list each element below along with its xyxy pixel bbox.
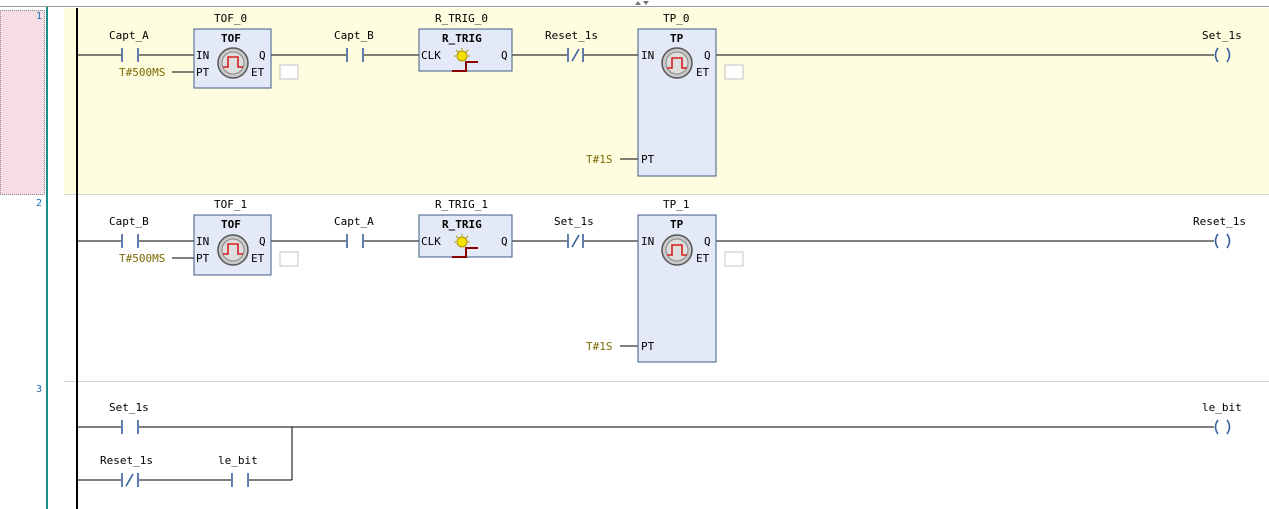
pulse-timer-icon <box>661 47 693 79</box>
contact-label: Set_1s <box>109 401 149 414</box>
contact-no-capt-a[interactable] <box>121 48 139 62</box>
fb-type: TOF <box>221 218 241 231</box>
fb-type: TOF <box>221 32 241 45</box>
et-output-box[interactable] <box>724 64 744 80</box>
coil-label: Set_1s <box>1202 29 1242 42</box>
coil-set-1s[interactable] <box>1214 47 1231 63</box>
pin-pt: PT <box>196 252 210 265</box>
network-1-wires <box>78 54 1214 160</box>
et-output-box[interactable] <box>724 251 744 267</box>
pin-q: Q <box>501 235 508 248</box>
pin-pt: PT <box>641 153 655 166</box>
fb-instance-name: TP_0 <box>663 12 690 25</box>
editor-top-bar <box>0 0 1269 7</box>
pin-q: Q <box>259 49 266 62</box>
fb-type: TP <box>670 32 684 45</box>
contact-label: Capt_B <box>334 29 374 42</box>
fb-type: R_TRIG <box>442 218 482 231</box>
pt-constant[interactable]: T#500MS <box>119 66 166 79</box>
contact-no-set-1s-3[interactable] <box>121 420 139 434</box>
contact-label: Capt_A <box>109 29 149 42</box>
network-number-3[interactable]: 3 <box>35 384 42 395</box>
fb-instance-name: TOF_1 <box>214 198 248 211</box>
rising-edge-icon <box>452 48 478 72</box>
coil-le-bit[interactable] <box>1214 419 1231 435</box>
contact-no-capt-b[interactable] <box>346 48 364 62</box>
contact-label: Reset_1s <box>100 454 153 467</box>
fb-type: R_TRIG <box>442 32 482 45</box>
pt-constant[interactable]: T#500MS <box>119 252 166 265</box>
timer-off-icon <box>217 47 249 79</box>
pin-in: IN <box>196 235 210 248</box>
pin-pt: PT <box>196 66 210 79</box>
contact-nc-set-1s[interactable] <box>567 234 584 248</box>
pin-q: Q <box>259 235 266 248</box>
network-separator <box>64 194 1269 195</box>
breakpoint-gutter[interactable] <box>48 7 64 509</box>
fb-instance-name: TP_1 <box>663 198 690 211</box>
left-power-rail <box>76 8 78 509</box>
timer-off-icon <box>217 234 249 266</box>
pin-in: IN <box>641 49 655 62</box>
network-number-1[interactable]: 1 <box>35 11 42 22</box>
pin-et: ET <box>696 252 710 265</box>
pin-clk: CLK <box>421 235 441 248</box>
contact-label: Capt_A <box>334 215 374 228</box>
fb-type: TP <box>670 218 684 231</box>
network-2-wires <box>78 240 1214 347</box>
contact-label: le_bit <box>218 454 258 467</box>
pin-q: Q <box>704 49 711 62</box>
pin-et: ET <box>251 252 265 265</box>
network-separator <box>64 381 1269 382</box>
coil-reset-1s[interactable] <box>1214 233 1231 249</box>
contact-nc-reset-1s-3[interactable] <box>121 473 139 487</box>
network-3-wires <box>78 426 1214 481</box>
fb-instance-name: R_TRIG_1 <box>435 198 488 211</box>
network-1-selected-gutter[interactable] <box>0 10 45 195</box>
network-number-2[interactable]: 2 <box>35 198 42 209</box>
fb-instance-name: TOF_0 <box>214 12 248 25</box>
pulse-timer-icon <box>661 234 693 266</box>
pin-pt: PT <box>641 340 655 353</box>
scroll-arrows-icon[interactable] <box>0 0 1269 8</box>
coil-label: le_bit <box>1202 401 1242 414</box>
pin-et: ET <box>696 66 710 79</box>
et-output-box[interactable] <box>279 64 299 80</box>
coil-label: Reset_1s <box>1193 215 1246 228</box>
pin-et: ET <box>251 66 265 79</box>
contact-nc-reset-1s[interactable] <box>567 48 584 62</box>
pin-in: IN <box>196 49 210 62</box>
contact-label: Set_1s <box>554 215 594 228</box>
contact-no-capt-a-2[interactable] <box>346 234 364 248</box>
fb-instance-name: R_TRIG_0 <box>435 12 488 25</box>
contact-label: Capt_B <box>109 215 149 228</box>
pin-q: Q <box>501 49 508 62</box>
pt-constant[interactable]: T#1S <box>586 153 613 166</box>
et-output-box[interactable] <box>279 251 299 267</box>
contact-no-le-bit[interactable] <box>231 473 249 487</box>
contact-no-capt-b-2[interactable] <box>121 234 139 248</box>
pin-in: IN <box>641 235 655 248</box>
contact-label: Reset_1s <box>545 29 598 42</box>
pin-q: Q <box>704 235 711 248</box>
rising-edge-icon <box>452 234 478 258</box>
pin-clk: CLK <box>421 49 441 62</box>
pt-constant[interactable]: T#1S <box>586 340 613 353</box>
